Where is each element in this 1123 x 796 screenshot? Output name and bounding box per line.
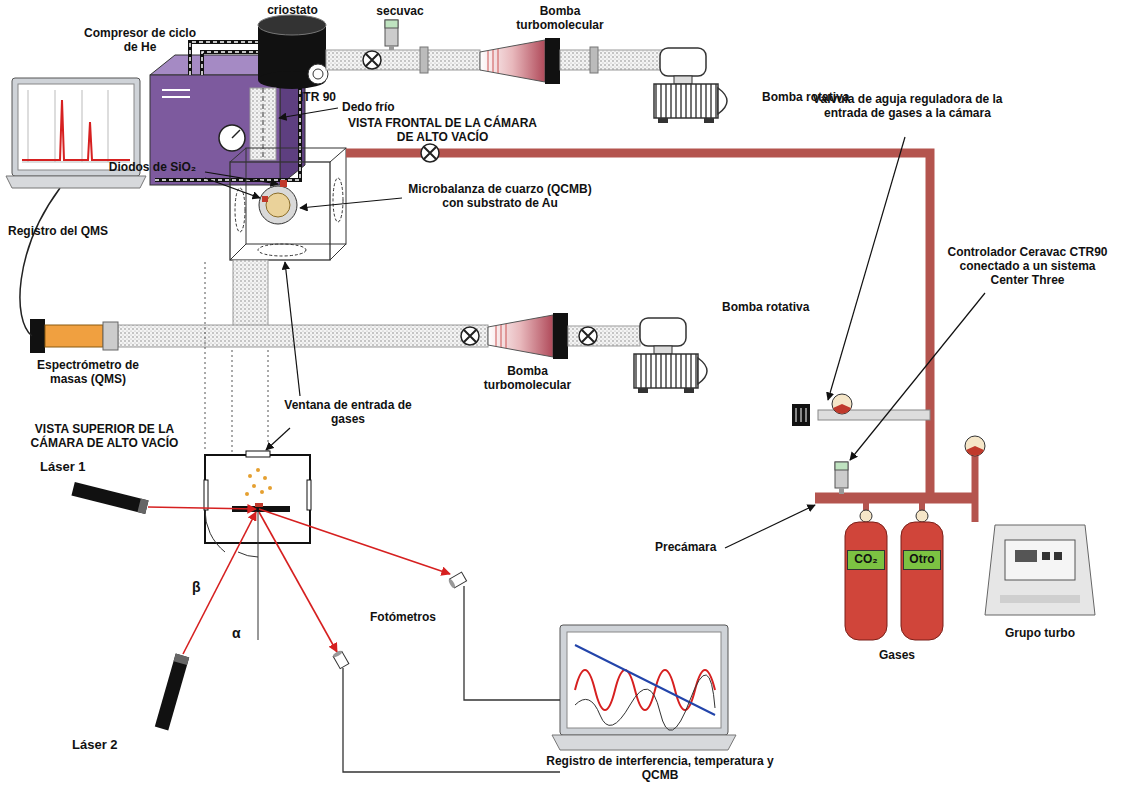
part-label: β (192, 580, 212, 594)
gas-cylinder-label: CO₂ (847, 550, 885, 570)
part-label: criostato (255, 3, 330, 17)
part-label: Controlador Ceravac CTR90 conectado a un… (940, 245, 1115, 287)
part-label: Bomba turbomolecular (505, 4, 615, 32)
part-label: Láser 2 (72, 738, 142, 752)
part-label: Registro del QMS (8, 224, 148, 238)
part-label: Registro de interferencia, temperatura y… (540, 754, 780, 782)
part-label: VISTA FRONTAL DE LA CÁMARA DE ALTO VACÍO (345, 116, 540, 144)
part-label: Espectrómetro de masas (QMS) (28, 358, 148, 386)
part-label: Dedo frío (342, 100, 422, 114)
part-label: Fotómetros (370, 610, 470, 624)
part-label: Ventana de entrada de gases (278, 398, 418, 426)
node-text: Otro (909, 552, 934, 566)
part-label: Bomba rotativa (722, 300, 832, 314)
part-label: Diodos de SiO₂ (100, 160, 205, 174)
node-text: CO₂ (854, 552, 877, 566)
part-label: Láser 1 (40, 460, 110, 474)
gas-cylinder-label: Otro (903, 550, 941, 570)
part-label: VISTA SUPERIOR DE LA CÁMARA DE ALTO VACÍ… (12, 422, 197, 450)
part-label: Microbalanza de cuarzo (QCMB) con substr… (405, 182, 595, 210)
part-label: Bomba turbomolecular (470, 364, 585, 392)
part-label: Grupo turbo (985, 626, 1095, 640)
part-label: Compresor de ciclo de He (82, 26, 198, 54)
part-label: Válvula de aguja reguladora de la entrad… (800, 92, 1015, 120)
part-label: Gases (862, 648, 932, 662)
part-label: α (232, 626, 252, 640)
part-label: Precámara (655, 540, 745, 554)
part-label: secuvac (360, 4, 440, 18)
